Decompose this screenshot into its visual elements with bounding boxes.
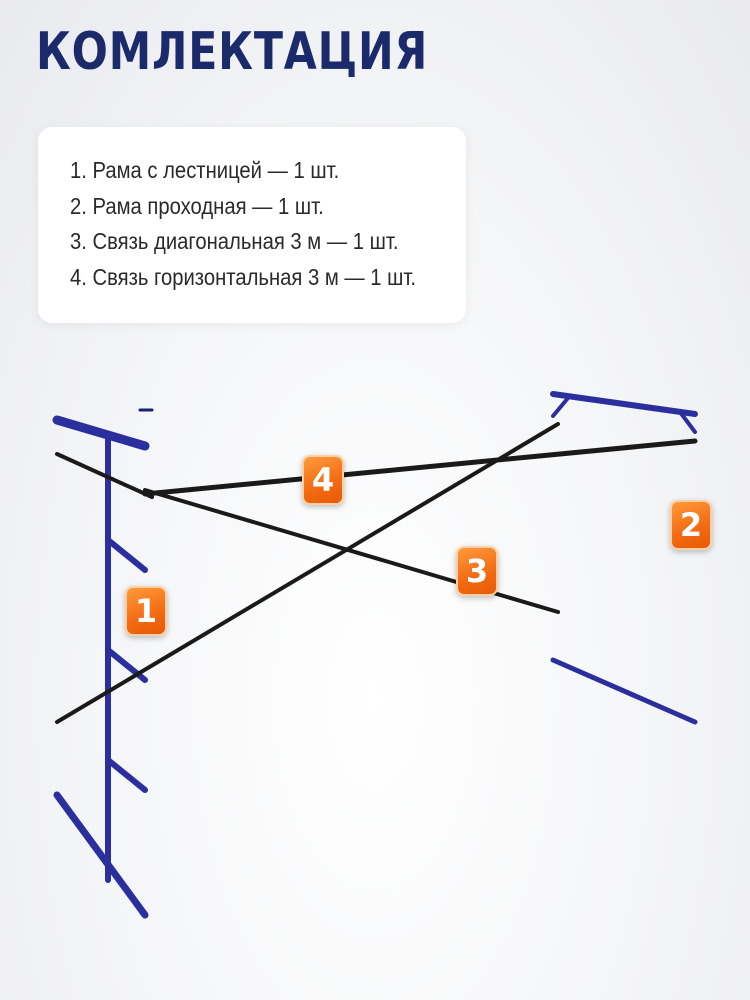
list-item: 3. Связь диагональная 3 м — 1 шт.: [70, 228, 399, 254]
badge-1: 1: [125, 586, 167, 636]
horizontal-brace: [55, 438, 698, 499]
badge-2: 2: [670, 500, 712, 550]
badge-3: 3: [456, 546, 498, 596]
contents-card: 1. Рама с лестницей — 1 шт. 2. Рама прох…: [38, 127, 466, 323]
list-item: 1. Рама с лестницей — 1 шт.: [70, 157, 340, 183]
walkthrough-frame: [549, 358, 699, 747]
list-item: 2. Рама проходная — 1 шт.: [70, 192, 324, 219]
badge-4: 4: [302, 455, 344, 505]
ladder-frame: [52, 363, 154, 961]
list-item: 4. Связь горизонтальная 3 м — 1 шт.: [70, 263, 417, 290]
contents-list: 1. Рама с лестницей — 1 шт. 2. Рама прох…: [70, 153, 466, 295]
page-title: КОМЛЕКТАЦИЯ: [36, 22, 429, 82]
